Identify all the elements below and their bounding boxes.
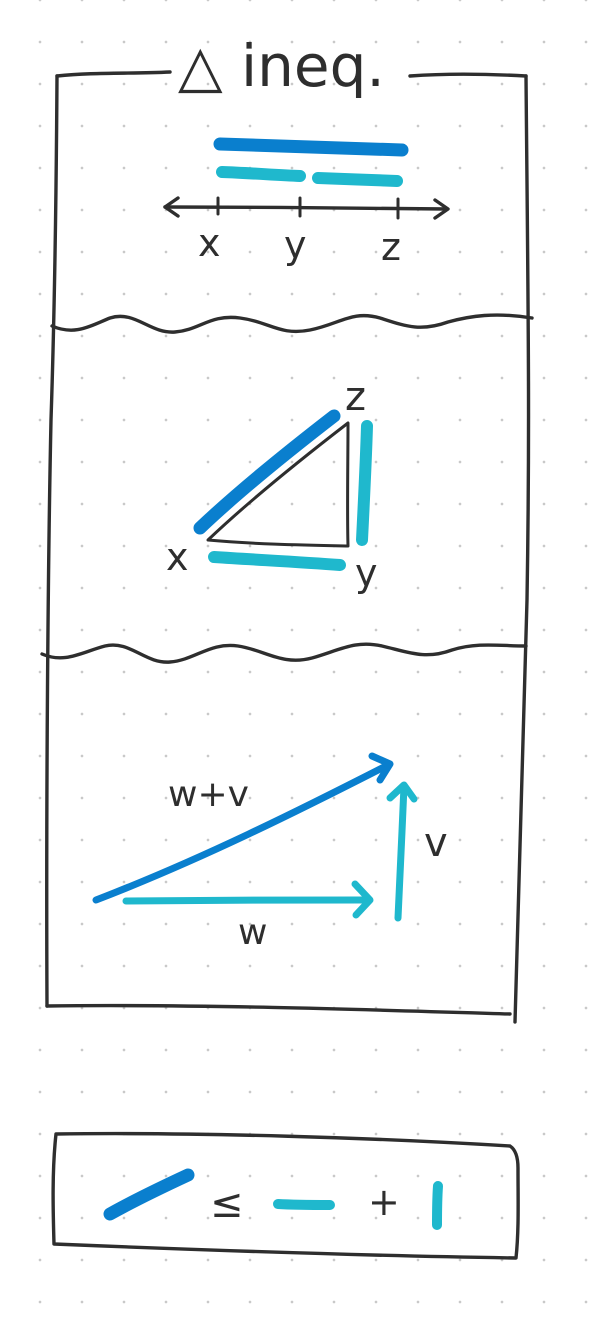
wavy-divider-2	[40, 642, 528, 664]
label-v: v	[424, 820, 448, 866]
number-line-section: x y z	[163, 137, 450, 269]
triangle-section: x y z	[166, 374, 378, 595]
segment-y-to-z	[312, 172, 403, 187]
symbol-vertical-side	[432, 1181, 443, 1230]
triangle-vertex-label-z: z	[345, 374, 366, 420]
vector-w-plus-v-arrowhead	[368, 752, 394, 784]
vector-w	[122, 896, 370, 905]
frame-bottom-edge	[45, 1003, 512, 1016]
axis-left-arrowhead	[163, 196, 180, 218]
symbol-diagonal-side	[103, 1168, 195, 1221]
inequality-summary: ≤ +	[51, 1131, 520, 1260]
side-z-to-y-highlight	[356, 420, 373, 546]
label-w: w	[238, 912, 267, 953]
vector-v-arrowhead	[386, 781, 418, 803]
frame-top-left-edge	[55, 70, 172, 78]
vectors-section: w+v w v	[92, 752, 448, 953]
segment-x-to-z	[213, 137, 409, 157]
frame-left-edge	[45, 74, 59, 1008]
number-line-label-y: y	[284, 223, 307, 267]
vector-w-plus-v	[92, 761, 392, 904]
number-line-axis	[163, 205, 449, 211]
symbol-plus: +	[368, 1180, 400, 1224]
side-x-to-z-highlight	[193, 409, 341, 535]
symbol-less-or-equal: ≤	[210, 1181, 244, 1227]
axis-right-arrowhead	[433, 198, 450, 220]
segment-x-to-y	[216, 166, 306, 182]
symbol-horizontal-side	[273, 1199, 335, 1210]
vector-w-arrowhead	[351, 880, 374, 919]
triangle-outline	[206, 421, 350, 548]
side-x-to-y-highlight	[208, 551, 346, 571]
main-frame	[40, 70, 534, 1024]
wavy-divider-1	[50, 313, 534, 334]
summary-box	[51, 1131, 520, 1260]
number-line-label-z: z	[381, 225, 401, 269]
number-line-label-x: x	[198, 221, 221, 265]
page-title: △ ineq.	[178, 32, 385, 100]
title-group: △ ineq.	[178, 32, 385, 100]
label-w-plus-v: w+v	[168, 774, 249, 815]
frame-right-edge	[513, 74, 531, 1024]
triangle-vertex-label-y: y	[355, 551, 378, 595]
frame-top-right-edge	[408, 72, 528, 78]
vector-v	[394, 782, 408, 922]
triangle-vertex-label-x: x	[166, 535, 189, 579]
